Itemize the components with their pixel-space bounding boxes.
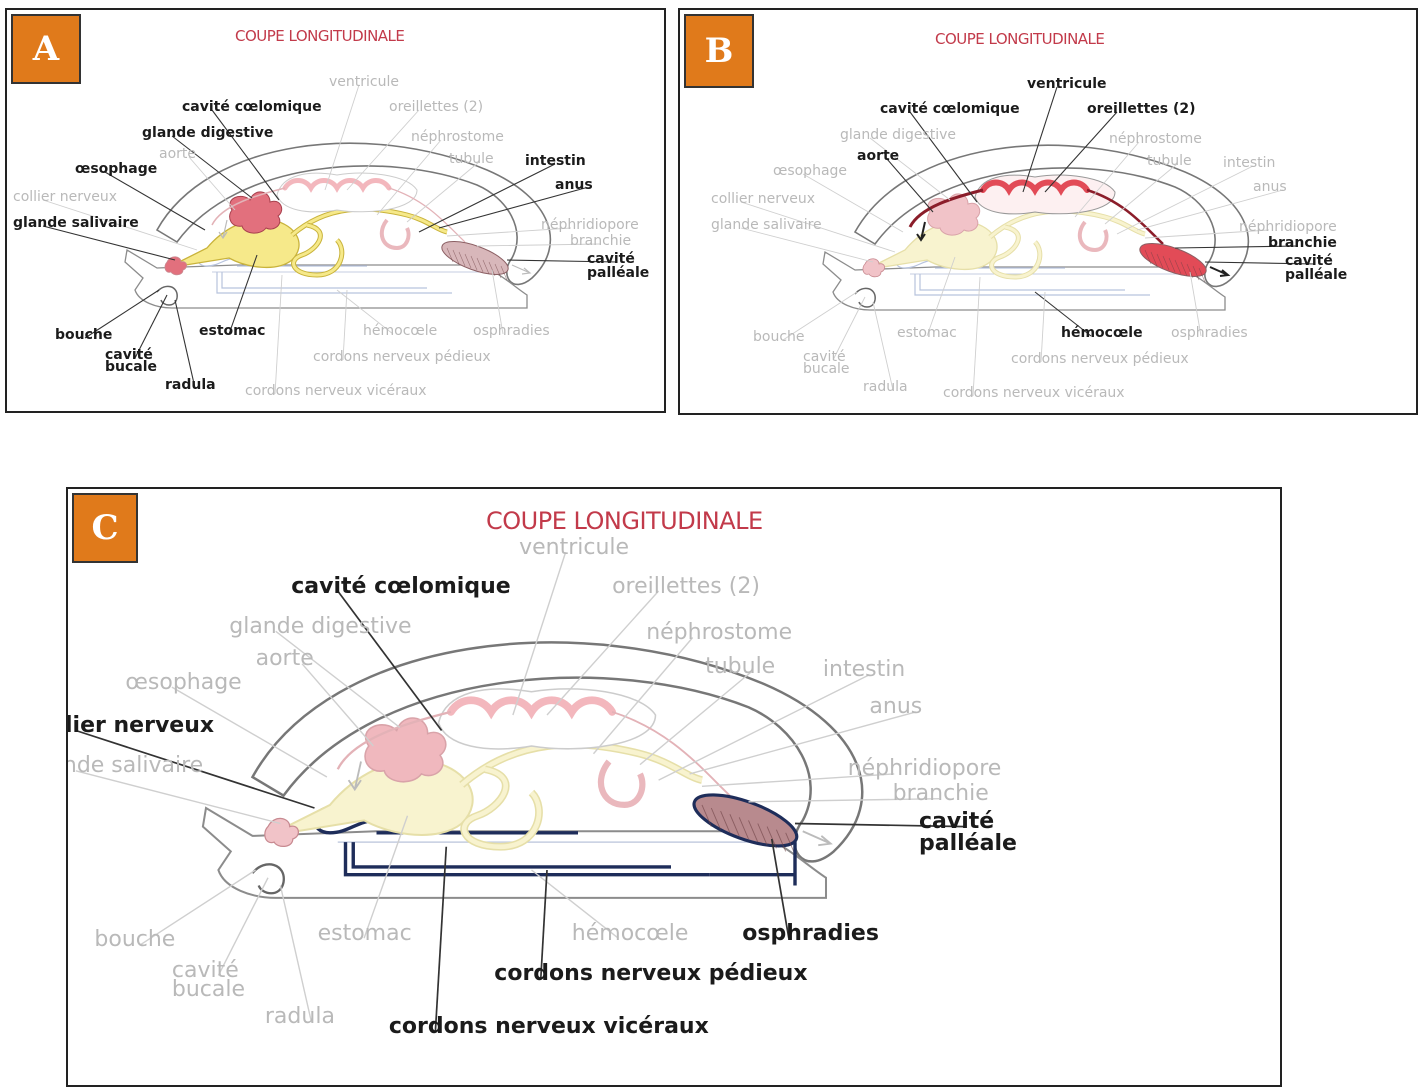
label-cavite-palleale-2: palléale (587, 266, 649, 280)
label-radula: radula (265, 1006, 335, 1028)
label-oreillettes: oreillettes (2) (1087, 102, 1196, 116)
label-aorte: aorte (857, 149, 899, 163)
label-tubule: tubule (1147, 154, 1192, 168)
label-anus: anus (1253, 180, 1287, 194)
label-oesophage: œsophage (773, 164, 847, 178)
diagram-title: COUPE LONGITUDINALE (935, 30, 1104, 48)
panel-badge: A (11, 14, 81, 84)
diagram-title: COUPE LONGITUDINALE (486, 507, 763, 535)
label-ventricule: ventricule (329, 75, 399, 89)
label-radula: radula (165, 378, 216, 392)
label-nephrostome: néphrostome (646, 622, 792, 644)
panel-a: A COUPE LONGITUDINALE ventricule cavité c… (5, 8, 666, 413)
label-radula: radula (863, 380, 908, 394)
label-glande-digestive: glande digestive (142, 126, 273, 140)
label-estomac: estomac (199, 324, 265, 338)
label-cordons-visceraux: cordons nerveux vicéraux (389, 1016, 709, 1038)
label-cavite-palleale-1: cavité (919, 811, 994, 833)
label-collier-nerveux: collier nerveux (711, 192, 815, 206)
label-hemocoele: hémocœle (363, 324, 437, 338)
label-cavite-palleale-2: palléale (1285, 268, 1347, 282)
label-cordons-visceraux: cordons nerveux vicéraux (245, 384, 427, 398)
label-branchie: branchie (570, 234, 631, 248)
label-glande-salivaire: glande salivaire (66, 755, 203, 777)
label-oreillettes: oreillettes (2) (612, 576, 760, 598)
label-oesophage: œsophage (75, 162, 157, 176)
label-anus: anus (555, 178, 593, 192)
label-ventricule: ventricule (519, 537, 629, 559)
label-bouche: bouche (55, 328, 112, 342)
label-cavite-bucale-2: bucale (172, 979, 245, 1001)
label-cordons-pedieux: cordons nerveux pédieux (313, 350, 491, 364)
label-estomac: estomac (318, 923, 412, 945)
label-collier-nerveux: collier nerveux (13, 190, 117, 204)
label-osphradies: osphradies (473, 324, 550, 338)
label-glande-salivaire: glande salivaire (711, 218, 822, 232)
label-cavite-bucale-2: bucale (105, 360, 157, 374)
label-cavite-coelomique: cavité cœlomique (182, 100, 322, 114)
label-bouche: bouche (94, 929, 175, 951)
label-hemocoele: hémocœle (572, 923, 689, 945)
label-oreillettes: oreillettes (2) (389, 100, 483, 114)
panel-badge: C (72, 493, 138, 563)
label-aorte: aorte (256, 648, 314, 670)
label-oesophage: œsophage (125, 672, 241, 694)
label-cordons-visceraux: cordons nerveux vicéraux (943, 386, 1125, 400)
panel-c: C COUPE LONGITUDINALE ventricule cavité c… (66, 487, 1282, 1087)
label-nephrostome: néphrostome (1109, 132, 1202, 146)
label-cavite-bucale-2: bucale (803, 362, 850, 376)
label-nephridiopore: néphridiopore (1239, 220, 1337, 234)
label-aorte: aorte (159, 147, 196, 161)
label-nephridiopore: néphridiopore (541, 218, 639, 232)
label-cordons-pedieux: cordons nerveux pédieux (1011, 352, 1189, 366)
label-anus: anus (869, 696, 922, 718)
label-nephridiopore: néphridiopore (848, 758, 1002, 780)
panel-b: B COUPE LONGITUDINALE ventricule cavité c… (678, 8, 1418, 415)
label-glande-salivaire: glande salivaire (13, 216, 139, 230)
label-nephrostome: néphrostome (411, 130, 504, 144)
label-osphradies: osphradies (1171, 326, 1248, 340)
label-collier-nerveux: collier nerveux (66, 715, 214, 737)
label-ventricule: ventricule (1027, 77, 1107, 91)
label-glande-digestive: glande digestive (229, 616, 411, 638)
label-cavite-coelomique: cavité cœlomique (880, 102, 1020, 116)
panel-badge: B (684, 14, 754, 88)
label-tubule: tubule (449, 152, 494, 166)
label-osphradies: osphradies (742, 923, 879, 945)
label-cavite-coelomique: cavité cœlomique (291, 576, 510, 598)
label-branchie: branchie (893, 783, 989, 805)
label-bouche: bouche (753, 330, 805, 344)
label-cavite-palleale-2: palléale (919, 833, 1017, 855)
label-hemocoele: hémocœle (1061, 326, 1143, 340)
label-cavite-palleale-1: cavité (1285, 254, 1333, 268)
label-branchie: branchie (1268, 236, 1337, 250)
label-tubule: tubule (705, 656, 775, 678)
label-cavite-palleale-1: cavité (587, 252, 635, 266)
label-intestin: intestin (525, 154, 586, 168)
diagram-title: COUPE LONGITUDINALE (235, 27, 404, 45)
label-estomac: estomac (897, 326, 957, 340)
label-cordons-pedieux: cordons nerveux pédieux (494, 963, 807, 985)
label-intestin: intestin (823, 659, 905, 681)
label-intestin: intestin (1223, 156, 1275, 170)
label-glande-digestive: glande digestive (840, 128, 956, 142)
